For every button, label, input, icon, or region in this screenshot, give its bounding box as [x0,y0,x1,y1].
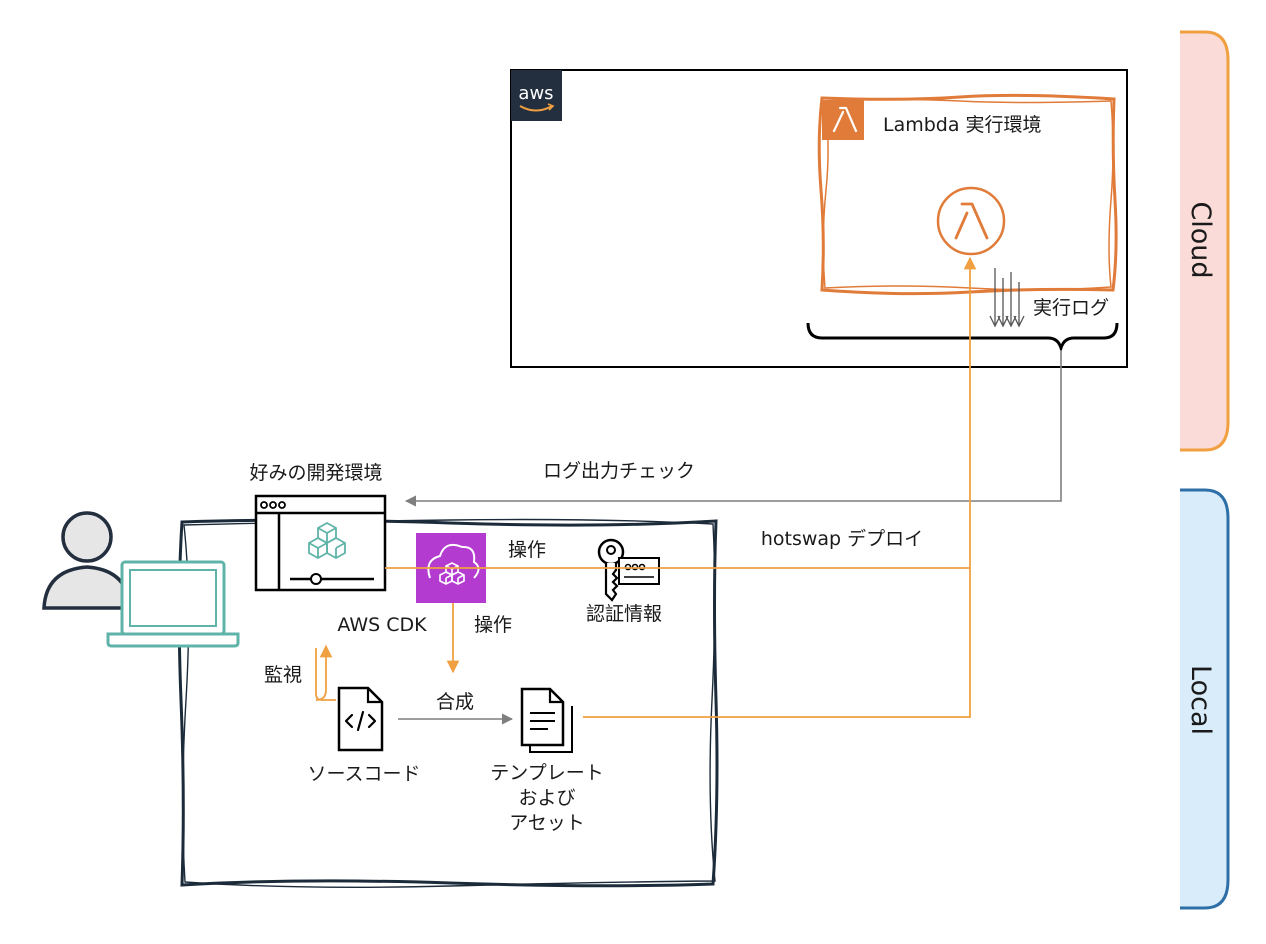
lambda-env-label: Lambda 実行環境 [883,114,1042,136]
local-label: Local [1185,665,1216,735]
template-label-line2: および [518,787,575,809]
source-code-label: ソースコード [307,763,420,785]
ide-window-icon [254,494,387,592]
user-icon [42,511,132,610]
operate-down-label: 操作 [474,614,512,636]
template-docs-icon [520,687,573,753]
lambda-env-box: Lambda 実行環境 [817,93,1118,296]
template-label-line3: アセット [509,812,585,834]
log-check-label: ログ出力チェック [543,460,695,482]
lambda-function-icon [936,186,1006,256]
log-check-arrow [404,350,1062,507]
cloud-label: Cloud [1185,201,1216,278]
synthesize-label: 合成 [436,691,474,713]
cloud-zone: Cloud [1180,30,1230,452]
log-brace [806,322,1119,354]
template-label-line1: テンプレート [490,762,603,784]
credentials-key-icon [597,538,660,602]
laptop-icon [106,560,240,648]
local-dev-box [177,518,719,889]
exec-log-label: 実行ログ [1033,297,1109,319]
exec-log-icon [989,268,1025,328]
monitor-arrow [315,648,336,701]
template-deploy-line [583,568,971,718]
aws-logo-icon: aws [511,70,562,121]
dev-env-label: 好みの開発環境 [249,462,382,484]
lambda-badge-icon [822,100,864,140]
monitor-label: 監視 [264,664,302,686]
local-zone: Local [1180,488,1230,910]
source-code-file-icon [337,686,384,752]
aws-logo-text: aws [518,83,553,104]
operate-right-label: 操作 [508,539,546,561]
hotswap-deploy-label: hotswap デプロイ [761,528,923,550]
cubes-icon [308,521,346,560]
cdk-label: AWS CDK [337,614,427,636]
credentials-label: 認証情報 [586,603,662,625]
